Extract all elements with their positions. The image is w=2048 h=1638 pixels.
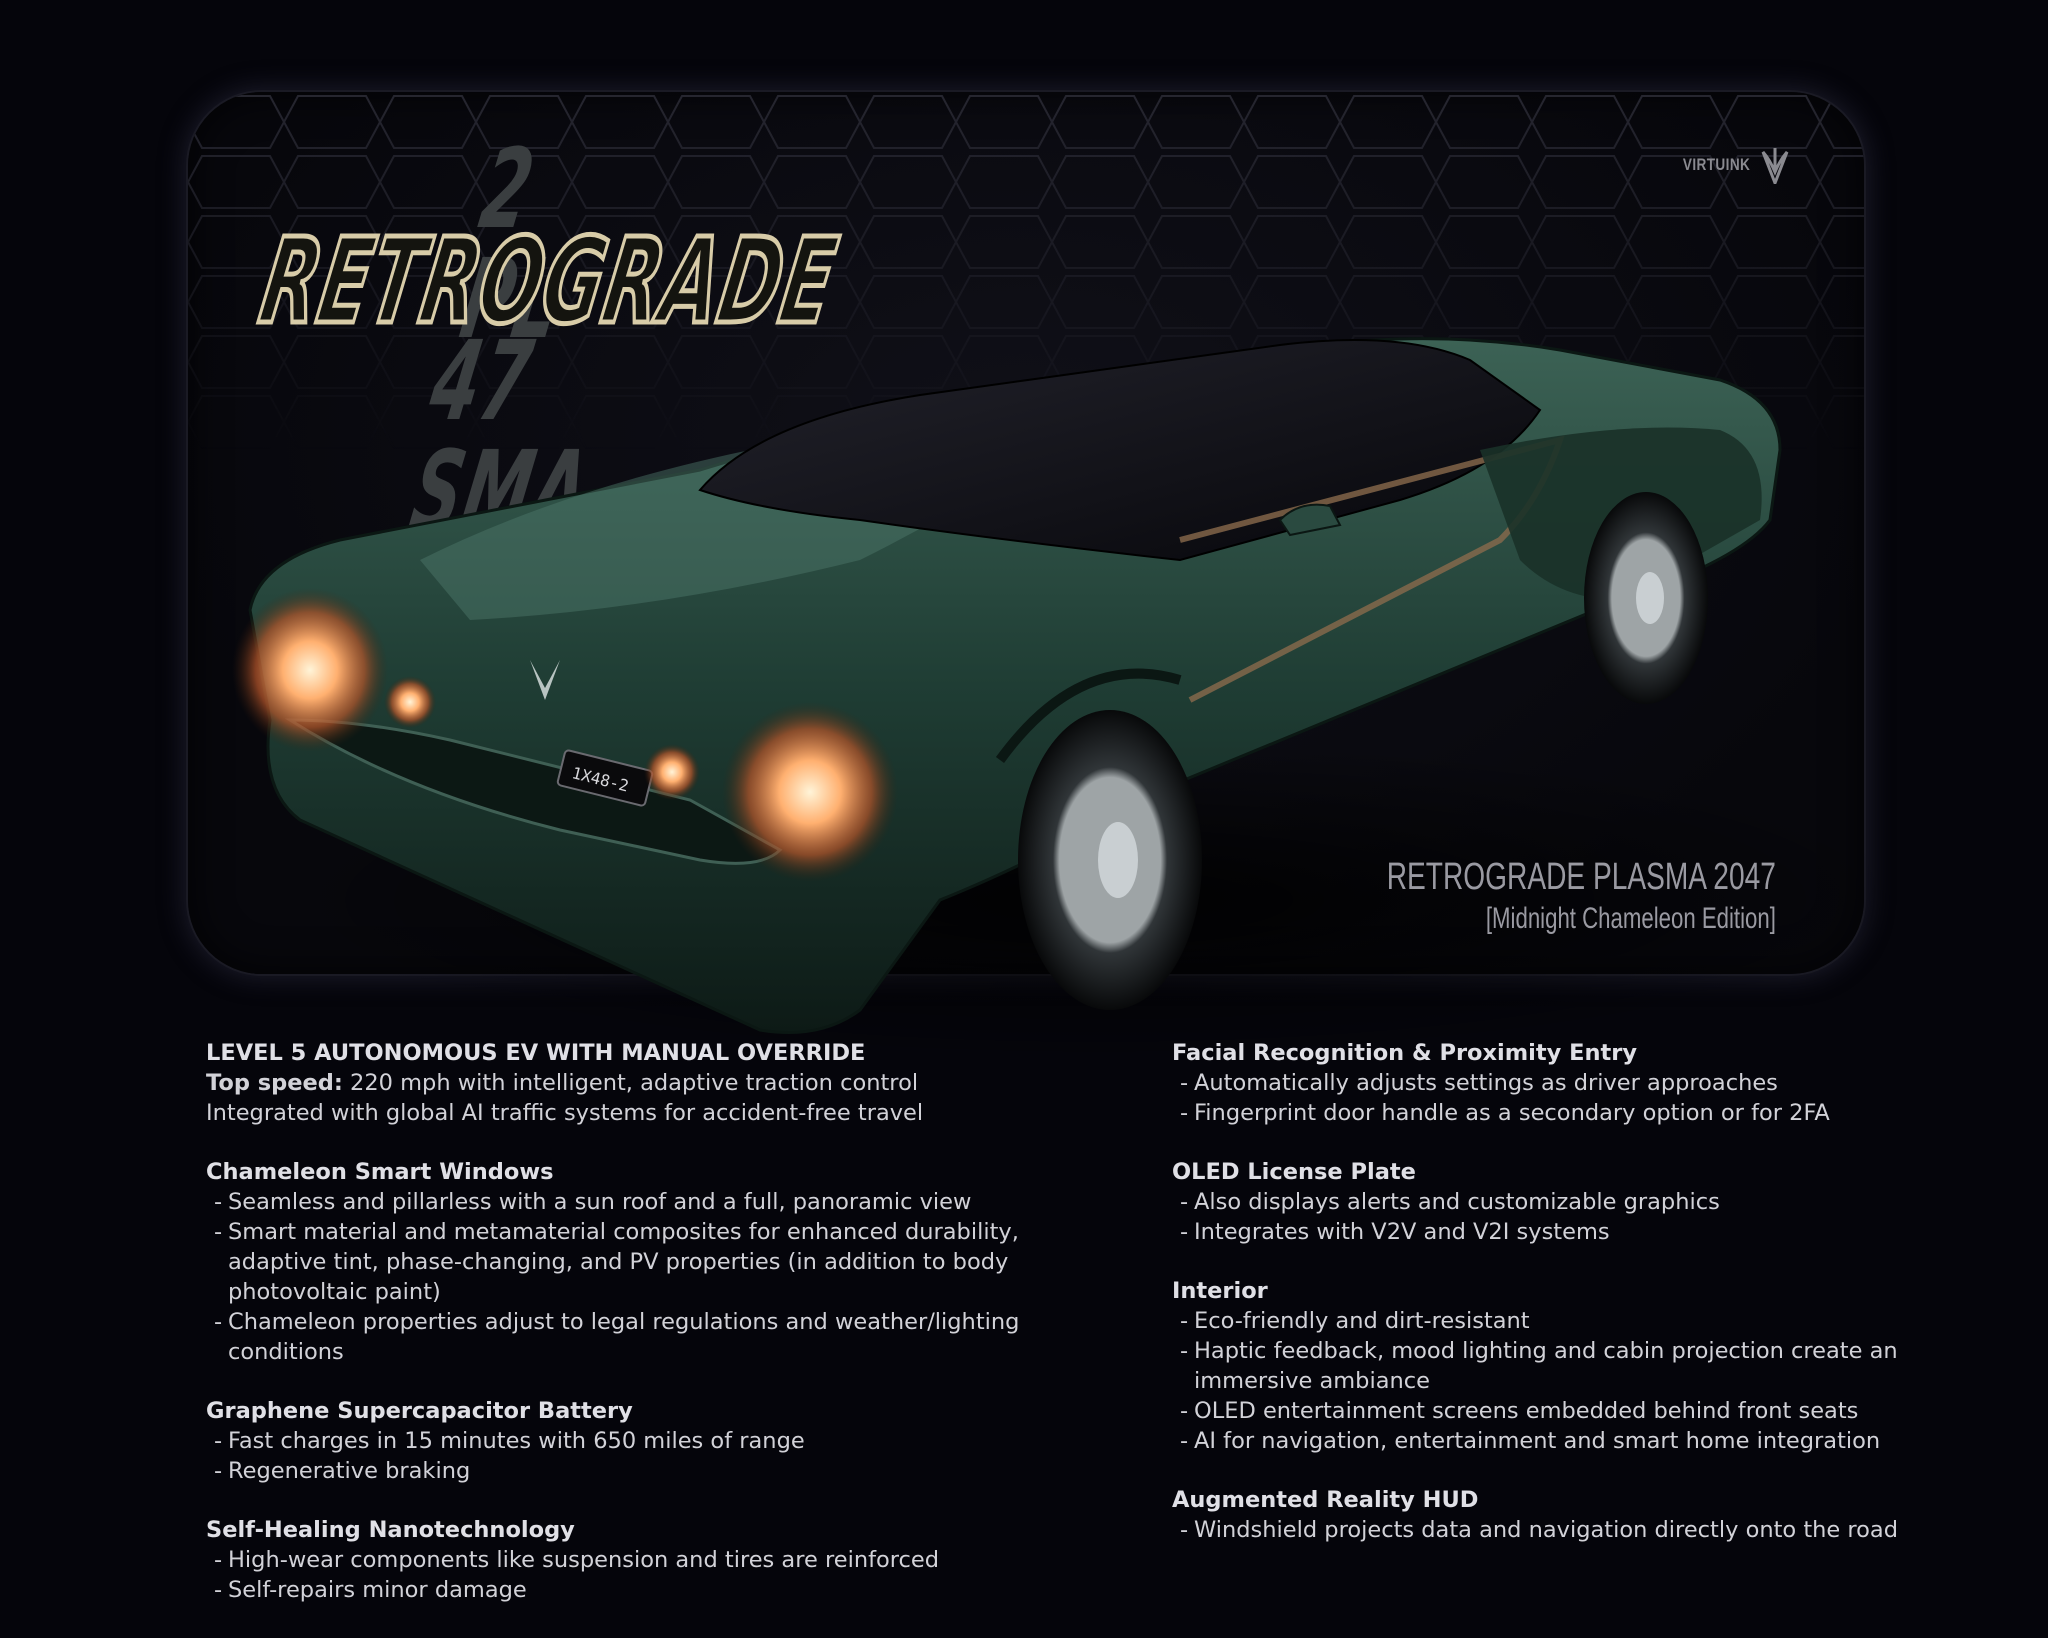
spec-item: -High-wear components like suspension an…	[214, 1547, 940, 1573]
spec-item: -Also displays alerts and customizable g…	[1180, 1189, 1720, 1215]
badge-line-bottom: 47 SMA	[402, 317, 599, 555]
spec-item: -Regenerative braking	[214, 1458, 471, 1484]
spec-section: Interior -Eco-friendly and dirt-resistan…	[1172, 1276, 1992, 1456]
model-name: RETROGRADE PLASMA 2047	[1386, 856, 1776, 898]
section-title: Graphene Supercapacitor Battery	[206, 1398, 633, 1424]
top-speed-value: 220 mph with intelligent, adaptive tract…	[342, 1070, 919, 1096]
section-title: Self-Healing Nanotechnology	[206, 1517, 575, 1543]
spec-item: -Haptic feedback, mood lighting and cabi…	[1180, 1338, 1898, 1394]
model-badge: 2 PL 47 SMA RETROGRADE	[249, 125, 848, 555]
spec-item: -Self-repairs minor damage	[214, 1577, 527, 1603]
spec-item: -Integrates with V2V and V2I systems	[1180, 1219, 1610, 1245]
brand-logo-text: VIRTUINK	[1682, 155, 1751, 174]
section-title: OLED License Plate	[1172, 1159, 1416, 1185]
model-edition: [Midnight Chameleon Edition]	[1486, 902, 1776, 935]
spec-item: -Windshield projects data and navigation…	[1180, 1517, 1899, 1543]
spec-item: -Smart material and metamaterial composi…	[214, 1219, 1019, 1305]
spec-section: Facial Recognition & Proximity Entry -Au…	[1172, 1038, 1992, 1128]
spec-section: Augmented Reality HUD -Windshield projec…	[1172, 1485, 1992, 1545]
spec-section: Graphene Supercapacitor Battery -Fast ch…	[206, 1396, 1106, 1486]
intro-block: LEVEL 5 AUTONOMOUS EV WITH MANUAL OVERRI…	[206, 1038, 1106, 1128]
spec-item: -AI for navigation, entertainment and sm…	[1180, 1428, 1881, 1454]
spec-item: -Fingerprint door handle as a secondary …	[1180, 1100, 1830, 1126]
badge-line-main: RETROGRADE	[249, 210, 848, 352]
spec-section: Chameleon Smart Windows -Seamless and pi…	[206, 1157, 1106, 1367]
intro-line: Integrated with global AI traffic system…	[206, 1100, 924, 1126]
spec-item: -Chameleon properties adjust to legal re…	[214, 1309, 1020, 1365]
section-title: Facial Recognition & Proximity Entry	[1172, 1040, 1638, 1066]
spec-item: -Seamless and pillarless with a sun roof…	[214, 1189, 972, 1215]
intro-headline: LEVEL 5 AUTONOMOUS EV WITH MANUAL OVERRI…	[206, 1040, 866, 1066]
spec-section: OLED License Plate -Also displays alerts…	[1172, 1157, 1992, 1247]
spec-item: -Eco-friendly and dirt-resistant	[1180, 1308, 1530, 1334]
brand-logo: VIRTUINK	[1666, 146, 1790, 184]
top-speed-label: Top speed:	[206, 1070, 343, 1096]
spec-item: -OLED entertainment screens embedded beh…	[1180, 1398, 1859, 1424]
spec-item: -Fast charges in 15 minutes with 650 mil…	[214, 1428, 805, 1454]
spec-column-left: LEVEL 5 AUTONOMOUS EV WITH MANUAL OVERRI…	[206, 1038, 1106, 1634]
v-leaf-icon	[1761, 148, 1789, 184]
section-title: Interior	[1172, 1278, 1268, 1304]
spec-section: Self-Healing Nanotechnology -High-wear c…	[206, 1515, 1106, 1605]
section-title: Chameleon Smart Windows	[206, 1159, 554, 1185]
section-title: Augmented Reality HUD	[1172, 1487, 1479, 1513]
spec-column-right: Facial Recognition & Proximity Entry -Au…	[1172, 1038, 1992, 1574]
top-speed-line: Top speed: 220 mph with intelligent, ada…	[206, 1068, 1106, 1098]
spec-item: -Automatically adjusts settings as drive…	[1180, 1070, 1778, 1096]
